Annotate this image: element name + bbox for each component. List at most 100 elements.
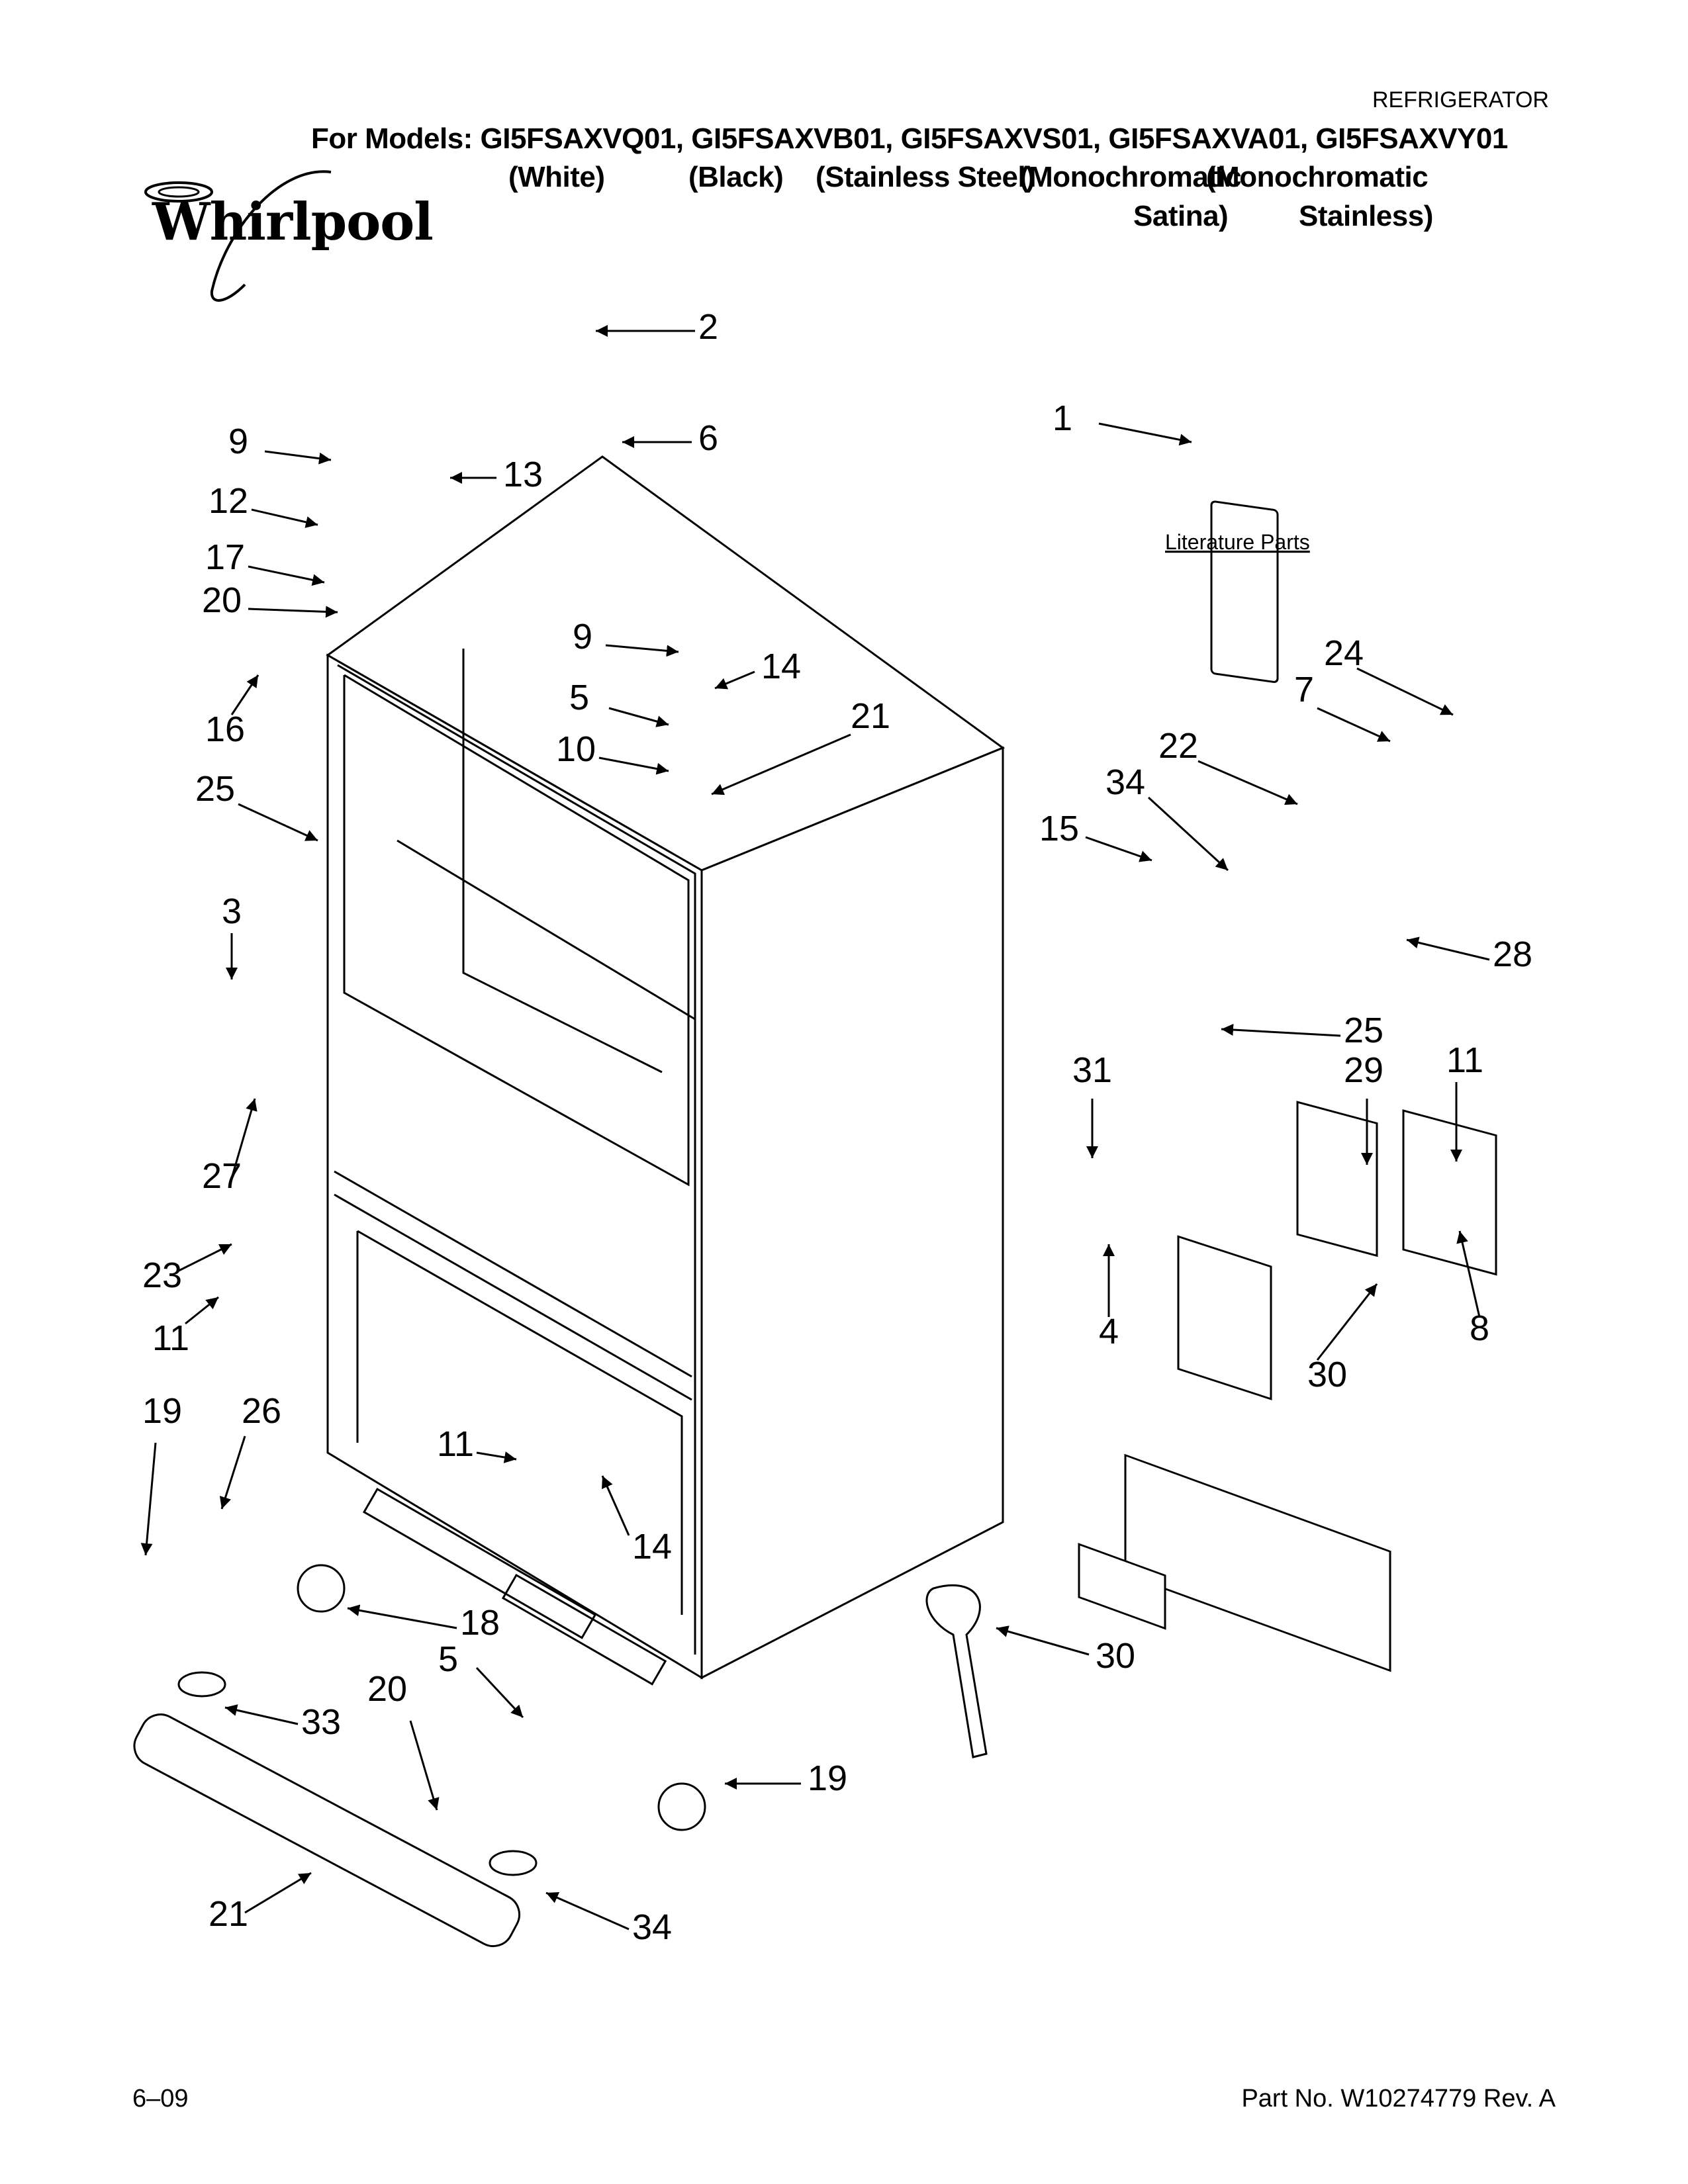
callout-23: 23 <box>142 1255 182 1295</box>
leader-line-23 <box>178 1243 232 1272</box>
tube-shape <box>925 1584 988 1758</box>
finish-black: (Black) <box>688 161 784 193</box>
callout-15: 15 <box>1039 809 1079 848</box>
whirlpool-logo <box>144 170 332 302</box>
finish-mono-satina-2: Satina) <box>1133 200 1229 232</box>
footer-part-number: Part No. W10274779 Rev. A <box>1241 2085 1556 2113</box>
finish-mono-stainless-2: Stainless) <box>1299 200 1433 232</box>
filter-shape <box>1078 1543 1166 1630</box>
callout-24: 24 <box>1324 633 1364 673</box>
finish-white: (White) <box>508 161 605 193</box>
leader-line-27 <box>230 1098 258 1179</box>
toe-grille-shape <box>133 1713 521 1948</box>
callout-layer: 1234556789910111111121314141516171819192… <box>140 307 1532 1947</box>
part-shapes <box>133 500 1497 1948</box>
leader-line-5 <box>608 707 669 727</box>
callout-25: 25 <box>195 769 235 809</box>
callout-11: 11 <box>1446 1040 1483 1080</box>
callout-13: 13 <box>503 455 543 494</box>
literature-parts-label: Literature Parts <box>1165 530 1310 554</box>
callout-19: 19 <box>142 1391 182 1431</box>
callout-29: 29 <box>1344 1050 1383 1090</box>
cover-plate-shape <box>1402 1109 1497 1276</box>
leader-line-18 <box>347 1604 457 1629</box>
finish-stainless: (Stainless Steel) <box>816 161 1035 193</box>
roller-shape <box>657 1782 706 1831</box>
leader-line-30 <box>996 1625 1090 1656</box>
callout-28: 28 <box>1493 934 1532 974</box>
bracket-shape <box>1296 1101 1378 1257</box>
callout-17: 17 <box>205 537 245 577</box>
callout-34: 34 <box>632 1907 672 1947</box>
leader-line-30 <box>1316 1283 1378 1361</box>
callout-6: 6 <box>698 418 718 458</box>
leader-line-25 <box>1221 1024 1341 1037</box>
callout-18: 18 <box>460 1603 500 1643</box>
finish-mono-stainless-1: (Monochromatic <box>1206 161 1429 193</box>
leader-line-22 <box>1197 760 1298 805</box>
callout-25: 25 <box>1344 1011 1383 1050</box>
callout-26: 26 <box>242 1391 281 1431</box>
callout-30: 30 <box>1096 1636 1135 1676</box>
leader-line-21 <box>711 733 851 796</box>
callout-21: 21 <box>851 696 890 736</box>
leader-line-20 <box>248 606 338 618</box>
callout-7: 7 <box>1294 670 1314 709</box>
callout-11: 11 <box>152 1318 189 1358</box>
leader-line-25 <box>238 803 318 842</box>
leader-line-9 <box>605 644 679 657</box>
leader-line-14 <box>714 670 755 690</box>
leader-line-12 <box>251 508 318 528</box>
callout-14: 14 <box>632 1527 672 1567</box>
callout-30: 30 <box>1307 1355 1347 1394</box>
callout-5: 5 <box>569 678 589 717</box>
roller-shape <box>297 1564 346 1613</box>
leader-line-26 <box>219 1435 246 1510</box>
callout-4: 4 <box>1099 1312 1119 1351</box>
leader-line-8 <box>1456 1230 1481 1318</box>
leveler-shape <box>489 1850 538 1876</box>
callout-9: 9 <box>573 617 592 657</box>
footer-date: 6–09 <box>132 2085 189 2113</box>
leader-line-33 <box>224 1704 299 1725</box>
callout-34: 34 <box>1105 762 1145 802</box>
callout-20: 20 <box>202 580 242 620</box>
callout-9: 9 <box>228 422 248 461</box>
leader-line-17 <box>248 565 325 586</box>
callout-33: 33 <box>301 1702 341 1742</box>
leader-line-14 <box>601 1475 630 1536</box>
callout-3: 3 <box>222 891 242 931</box>
leader-line-9 <box>264 450 332 465</box>
leader-line-11 <box>185 1296 219 1325</box>
models-line: For Models: GI5FSAXVQ01, GI5FSAXVB01, GI… <box>311 122 1508 155</box>
leader-line-24 <box>1356 667 1454 716</box>
leader-line-21 <box>244 1872 312 1914</box>
leader-line-10 <box>598 756 669 775</box>
callout-5: 5 <box>438 1639 458 1679</box>
leader-line-11 <box>476 1451 517 1463</box>
cabinet-body <box>326 455 1006 1686</box>
leader-line-28 <box>1406 936 1490 961</box>
leader-line-20 <box>409 1720 440 1811</box>
callout-19: 19 <box>808 1758 847 1798</box>
callout-20: 20 <box>367 1669 407 1709</box>
callout-2: 2 <box>698 307 718 347</box>
leader-line-5 <box>475 1666 524 1719</box>
vent-panel-shape <box>1124 1453 1391 1672</box>
callout-31: 31 <box>1072 1050 1112 1090</box>
callout-22: 22 <box>1158 726 1198 766</box>
leveler-shape <box>177 1671 226 1698</box>
leader-line-34 <box>545 1891 630 1931</box>
leader-line-15 <box>1085 836 1152 862</box>
leader-line-16 <box>230 674 259 715</box>
callout-14: 14 <box>761 647 801 686</box>
brand-wordmark: Whirlpool <box>152 192 434 252</box>
leader-line-19 <box>140 1442 157 1556</box>
leader-line-7 <box>1317 707 1391 743</box>
callout-21: 21 <box>209 1894 248 1934</box>
literature-book-shape <box>1210 500 1279 683</box>
finish-mono-satina-1: (Monochromatic <box>1019 161 1242 193</box>
callout-1: 1 <box>1053 398 1072 438</box>
callout-16: 16 <box>205 709 245 749</box>
